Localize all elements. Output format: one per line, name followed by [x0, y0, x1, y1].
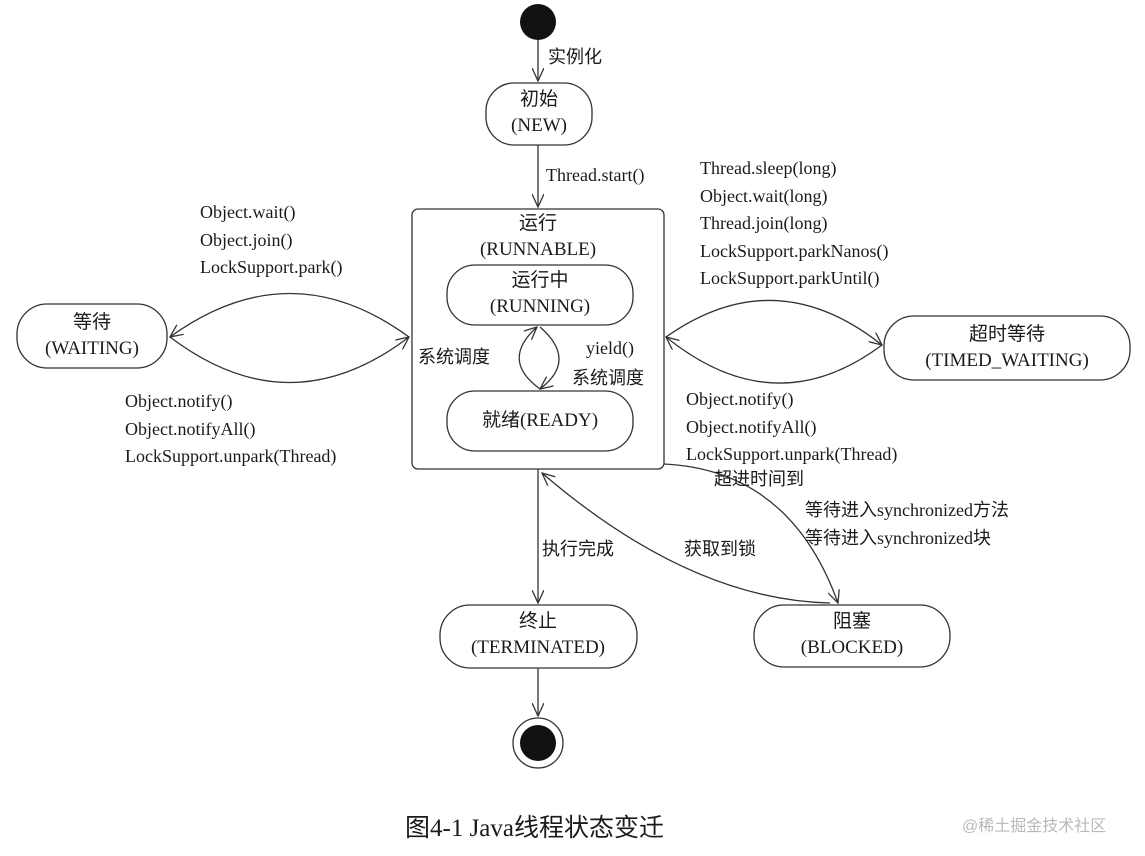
arrow-to-waiting [170, 293, 410, 338]
label-to-timed-waiting-3: Thread.join(long) [700, 213, 828, 233]
arrow-schedule-to-running [518, 327, 541, 390]
state-running-box [446, 264, 634, 326]
state-waiting-box [16, 303, 168, 369]
state-running-label: 运行中 (RUNNING) [490, 268, 590, 320]
arrow-from-timed-waiting [666, 337, 883, 384]
label-from-timed-waiting-2: Object.notifyAll() [686, 416, 817, 437]
label-complete: 执行完成 [542, 539, 614, 559]
label-to-waiting: Object.wait() Object.join() LockSupport.… [200, 199, 342, 282]
arrow-from-waiting [169, 337, 409, 383]
final-node-core [520, 725, 556, 761]
state-timed-waiting-name: 超时等待 [968, 324, 1045, 345]
state-blocked-label: 阻塞 (BLOCKED) [801, 609, 903, 661]
label-from-timed-waiting: Object.notify() Object.notifyAll() LockS… [686, 386, 897, 469]
state-timed-waiting-box [883, 315, 1131, 381]
state-new-box [485, 82, 593, 146]
arrow-to-timed-waiting [665, 299, 882, 345]
state-runnable-label: 运行 (RUNNABLE) [480, 211, 596, 263]
label-to-blocked-2: 等待进入synchronized块 [805, 527, 991, 548]
label-from-timed-waiting-1: Object.notify() [686, 389, 794, 409]
label-from-waiting-1: Object.notify() [125, 391, 233, 411]
state-terminated-code: (TERMINATED) [470, 637, 606, 658]
initial-node [520, 4, 556, 40]
arrow-yield-to-ready [540, 326, 560, 389]
state-terminated-label: 终止 (TERMINATED) [471, 609, 605, 661]
label-from-waiting: Object.notify() Object.notifyAll() LockS… [125, 388, 336, 471]
label-to-timed-waiting-1: Thread.sleep(long) [700, 158, 837, 178]
figure-caption: 图4-1 Java线程状态变迁 [405, 815, 664, 842]
label-to-blocked: 等待进入synchronized方法 等待进入synchronized块 [805, 497, 1009, 552]
final-node-ring [512, 717, 564, 769]
label-from-timed-waiting-3: LockSupport.unpark(Thread) [686, 444, 898, 464]
state-blocked-name: 阻塞 [832, 611, 872, 632]
label-from-waiting-3: LockSupport.unpark(Thread) [125, 446, 337, 466]
state-runnable-name: 运行 [518, 213, 558, 234]
state-timed-waiting-label: 超时等待 (TIMED_WAITING) [925, 322, 1089, 374]
state-timed-waiting-code: (TIMED_WAITING) [925, 350, 1089, 371]
state-running-name: 运行中 [511, 270, 569, 291]
watermark: @稀土掘金技术社区 [962, 818, 1107, 835]
label-to-waiting-2: Object.join() [200, 229, 293, 250]
state-new-code: (NEW) [511, 115, 567, 136]
label-to-blocked-1: 等待进入synchronized方法 [805, 500, 1009, 520]
state-waiting-code: (WAITING) [45, 338, 139, 359]
label-schedule-left: 系统调度 [418, 347, 490, 367]
state-ready-box [446, 390, 634, 452]
label-to-timed-waiting: Thread.sleep(long) Object.wait(long) Thr… [700, 155, 888, 293]
state-ready-text: 就绪(READY) [481, 410, 599, 431]
state-blocked-code: (BLOCKED) [800, 637, 904, 658]
state-blocked-box [753, 604, 951, 668]
state-running-code: (RUNNING) [489, 296, 591, 317]
label-start: Thread.start() [546, 165, 645, 185]
label-to-waiting-1: Object.wait() [200, 202, 296, 222]
label-instantiate: 实例化 [548, 47, 602, 67]
label-from-waiting-2: Object.notifyAll() [125, 418, 256, 439]
label-timeout: 超进时间到 [714, 469, 804, 489]
state-new-name: 初始 [519, 89, 559, 110]
label-to-timed-waiting-2: Object.wait(long) [700, 185, 828, 206]
label-to-timed-waiting-5: LockSupport.parkUntil() [700, 268, 880, 288]
label-acquire-lock: 获取到锁 [684, 539, 756, 559]
state-waiting-name: 等待 [72, 312, 111, 333]
arrow-acquire-lock [542, 473, 831, 604]
arrow-to-blocked [663, 463, 838, 603]
label-schedule-right: 系统调度 [572, 368, 644, 388]
state-ready-label: 就绪(READY) [482, 408, 598, 434]
state-waiting-label: 等待 (WAITING) [45, 310, 139, 362]
state-new-label: 初始 (NEW) [511, 87, 567, 139]
label-yield: yield() [586, 338, 634, 358]
label-to-timed-waiting-4: LockSupport.parkNanos() [700, 240, 889, 261]
state-terminated-name: 终止 [518, 611, 557, 632]
label-to-waiting-3: LockSupport.park() [200, 257, 343, 277]
state-runnable-code: (RUNNABLE) [479, 239, 597, 260]
